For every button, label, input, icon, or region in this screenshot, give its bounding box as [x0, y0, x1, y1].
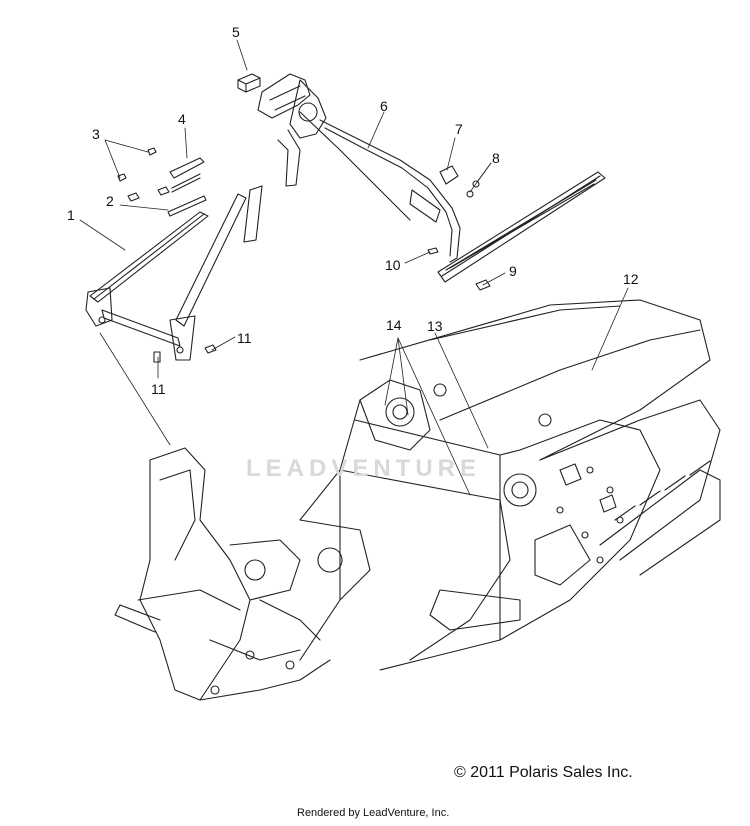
callout-5: 5: [232, 24, 240, 40]
callout-11-bottom: 11: [151, 381, 166, 397]
callout-2: 2: [106, 193, 114, 209]
callout-8: 8: [492, 150, 500, 166]
front-bulkhead: [114, 447, 371, 701]
callout-12: 12: [623, 271, 639, 287]
callout-10: 10: [385, 257, 401, 273]
callout-7: 7: [455, 121, 463, 137]
chassis-main: [299, 379, 661, 671]
part-11-bolts: [153, 344, 217, 363]
part-12-tunnel: [359, 299, 721, 576]
part-6-steering-post: [257, 73, 461, 263]
callout-13: 13: [427, 318, 443, 334]
leader-lines: [79, 39, 629, 496]
part-1-2-tubes: [85, 185, 263, 361]
copyright-text: © 2011 Polaris Sales Inc.: [454, 764, 633, 781]
running-board-rail: [437, 171, 606, 283]
rendered-by-text: Rendered by LeadVenture, Inc.: [297, 807, 450, 819]
part-7-8-9-10-small-parts: [427, 165, 491, 291]
callout-6: 6: [380, 98, 388, 114]
part-5-block: [237, 73, 261, 93]
callout-14: 14: [386, 317, 402, 333]
callout-3: 3: [92, 126, 100, 142]
callout-11-right: 11: [237, 330, 252, 346]
callout-4: 4: [178, 111, 186, 127]
callout-1: 1: [67, 207, 75, 223]
part-3-4-fasteners: [117, 147, 205, 202]
watermark: LEADVENTURE: [246, 455, 482, 482]
callout-9: 9: [509, 263, 517, 279]
